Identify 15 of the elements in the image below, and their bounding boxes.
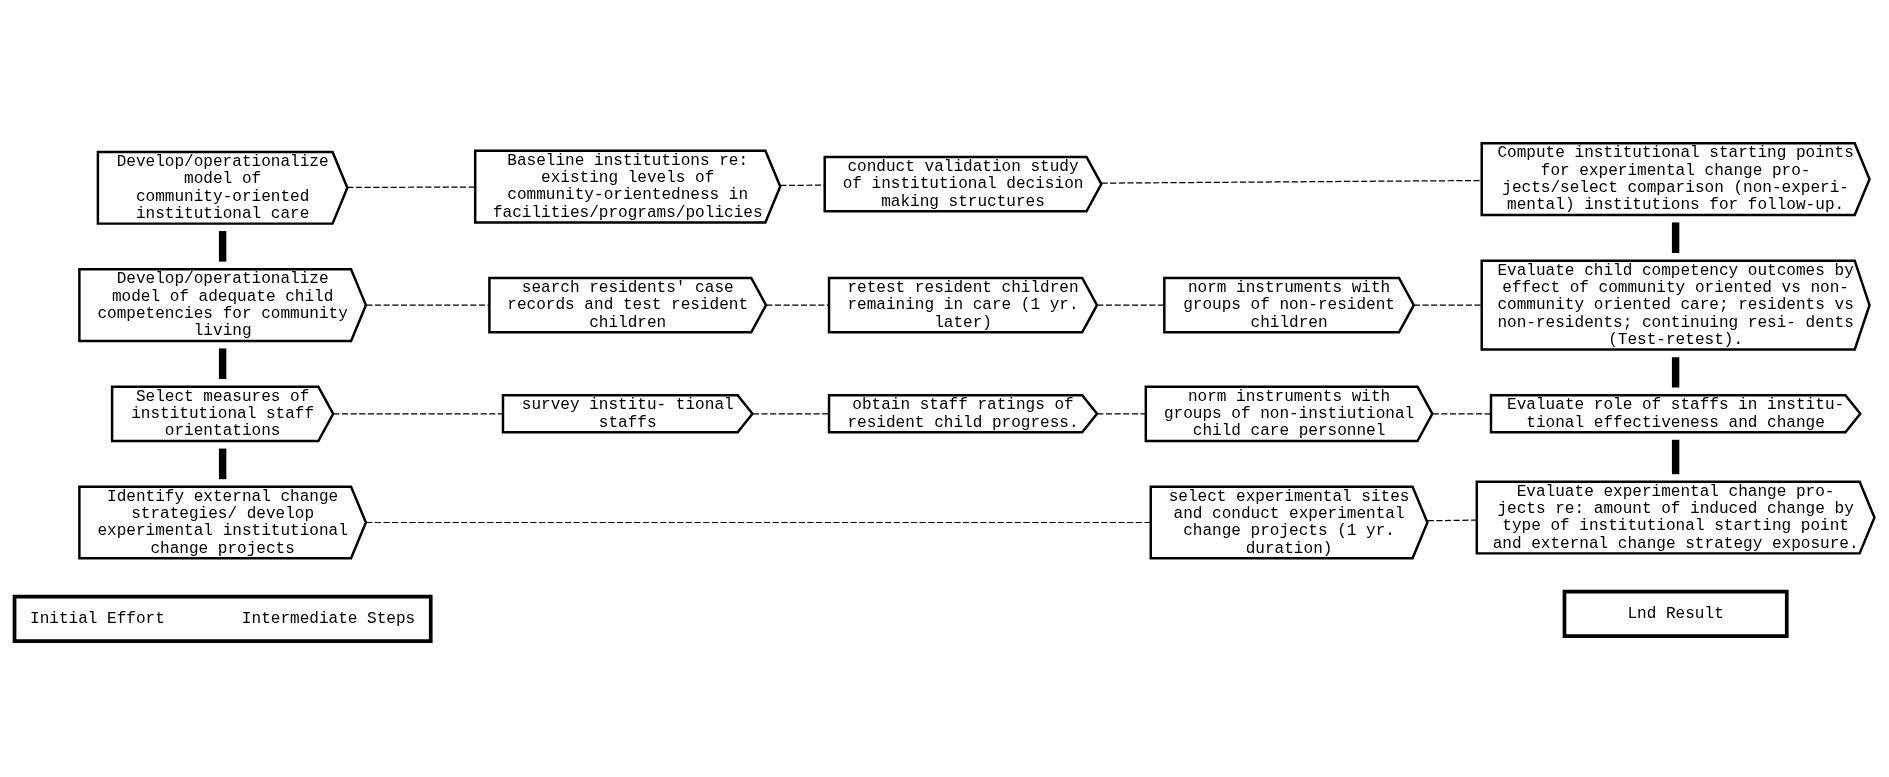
connector	[1101, 179, 1483, 184]
connector	[332, 413, 504, 415]
node-box: Lnd Result	[1562, 589, 1789, 638]
connector	[765, 304, 830, 306]
connector	[1671, 439, 1680, 475]
connector	[1096, 413, 1146, 415]
node-box: Initial Effort Intermediate Steps	[12, 594, 433, 643]
connector	[1413, 304, 1483, 306]
connector	[346, 186, 476, 189]
connector	[1096, 304, 1165, 306]
connector	[779, 184, 826, 187]
connector	[1432, 413, 1492, 415]
connector	[752, 413, 830, 415]
connector	[1427, 519, 1478, 522]
connector	[365, 304, 490, 306]
